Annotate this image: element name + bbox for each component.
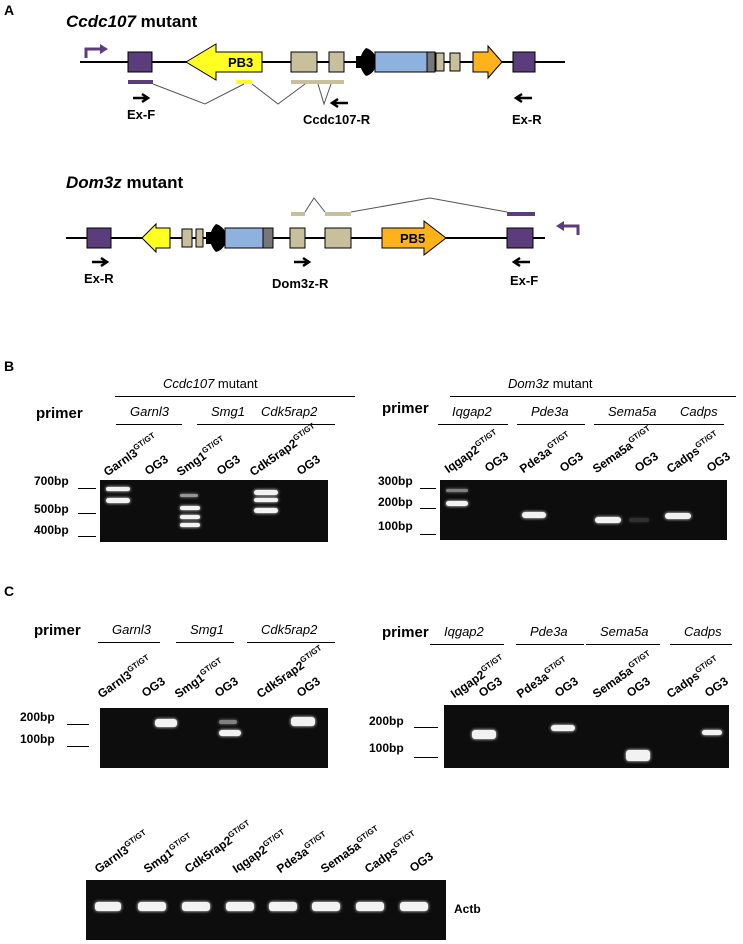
actb-lane-label-7: OG3: [406, 848, 436, 875]
c-left-gene-1: Smg1: [190, 622, 224, 637]
c-right-size-100: 100bp: [369, 741, 404, 755]
b-left-lane-label-1: OG3: [141, 451, 171, 478]
c-left-lane-label-1: OG3: [138, 673, 168, 700]
b-right-title: Dom3z mutant: [508, 376, 593, 391]
c-left-gene-underline-1: [176, 642, 234, 643]
c-right-gene-1: Pde3a: [530, 624, 568, 639]
b-right-gene-0: Iqgap2: [452, 404, 492, 419]
ccdc-purple-exon-left: [127, 51, 153, 73]
pb3-label: PB3: [228, 55, 253, 70]
pb3-arrow: [185, 43, 263, 81]
b-right-gene-3: Cadps: [680, 404, 718, 419]
pb5-label: PB5: [400, 231, 425, 246]
panel-c-label: C: [4, 583, 15, 599]
b-right-gel: [440, 480, 727, 540]
c-right-size-200: 200bp: [369, 714, 404, 728]
b-left-size-500: 500bp: [34, 502, 69, 516]
dom3z-r-label: Dom3z-R: [272, 276, 329, 291]
b-left-gene-1: Smg1: [211, 404, 245, 419]
c-right-gene-3: Cadps: [684, 624, 722, 639]
b-right-gene-underline-2: [594, 424, 666, 425]
ccdc107-mutant-title: Ccdc107 mutant: [66, 12, 198, 31]
b-left-gene-2: Cdk5rap2: [261, 404, 318, 419]
panel-b-label: B: [4, 358, 15, 374]
actb-label: Actb: [454, 902, 481, 916]
ccdc107-r-label: Ccdc107-R: [303, 112, 371, 127]
b-left-gel: [100, 480, 328, 542]
b-left-size-700: 700bp: [34, 474, 69, 488]
b-right-gene-1: Pde3a: [531, 404, 569, 419]
c-right-gene-0: Iqgap2: [444, 624, 484, 639]
c-right-gene-underline-3: [670, 644, 732, 645]
actb-gel: [86, 880, 446, 940]
b-left-size-400: 400bp: [34, 523, 69, 537]
b-right-lane-label-3: OG3: [556, 448, 586, 475]
c-right-gel: [444, 705, 729, 768]
b-right-primer-label: primer: [382, 400, 429, 417]
b-right-size-300: 300bp: [378, 474, 413, 488]
b-left-lane-label-5: OG3: [293, 451, 323, 478]
ccdc107-locus-diagram: PB3: [80, 43, 565, 109]
b-right-gene-2: Sema5a: [608, 404, 657, 419]
c-right-primer-label: primer: [382, 624, 429, 641]
b-right-lane-label-1: OG3: [481, 448, 511, 475]
c-left-size-100: 100bp: [20, 732, 55, 746]
c-right-gene-underline-1: [516, 644, 584, 645]
c-left-size-200: 200bp: [20, 710, 55, 724]
b-right-lane-label-5: OG3: [631, 448, 661, 475]
c-right-lane-label-3: OG3: [551, 673, 581, 700]
c-left-gene-underline-0: [98, 642, 160, 643]
panel-a-label: A: [4, 2, 15, 18]
ccdc-ex-f-label: Ex-F: [127, 107, 156, 122]
b-left-gene-underline-0: [116, 424, 182, 425]
b-right-gene-underline-3: [666, 424, 724, 425]
b-left-title: Ccdc107 mutant: [163, 376, 258, 391]
b-right-size-200: 200bp: [378, 495, 413, 509]
c-left-lane-label-4: Cdk5rap2GT/GT: [253, 643, 324, 701]
c-left-lane-label-3: OG3: [211, 673, 241, 700]
c-left-gel: [100, 708, 328, 768]
c-right-gene-2: Sema5a: [600, 624, 649, 639]
b-left-gene-underline-2: [247, 424, 335, 425]
dom-ex-f-label: Ex-F: [510, 273, 539, 288]
dom3z-mutant-title: Dom3z mutant: [66, 173, 184, 192]
c-left-gene-0: Garnl3: [112, 622, 152, 637]
c-right-gene-underline-0: [430, 644, 504, 645]
c-left-primer-label: primer: [34, 622, 81, 639]
c-left-lane-label-5: OG3: [293, 673, 323, 700]
c-left-gene-2: Cdk5rap2: [261, 622, 318, 637]
c-right-gene-underline-2: [586, 644, 660, 645]
ccdc-ex-r-label: Ex-R: [512, 112, 542, 127]
c-right-lane-label-7: OG3: [701, 673, 731, 700]
b-right-size-100: 100bp: [378, 519, 413, 533]
b-right-lane-label-7: OG3: [703, 448, 733, 475]
dom3z-locus-diagram: PB5: [66, 197, 580, 268]
b-right-gene-underline-0: [438, 424, 508, 425]
pb5-arrow: [381, 219, 447, 257]
b-left-lane-label-3: OG3: [213, 451, 243, 478]
b-left-gene-0: Garnl3: [130, 404, 170, 419]
b-left-primer-label: primer: [36, 405, 83, 422]
c-left-gene-underline-2: [247, 642, 335, 643]
actb-lane-label-0: Garnl3GT/GT: [91, 827, 148, 876]
b-right-gene-underline-1: [517, 424, 585, 425]
b-left-gene-underline-1: [197, 424, 255, 425]
dom-ex-r-label: Ex-R: [84, 271, 114, 286]
